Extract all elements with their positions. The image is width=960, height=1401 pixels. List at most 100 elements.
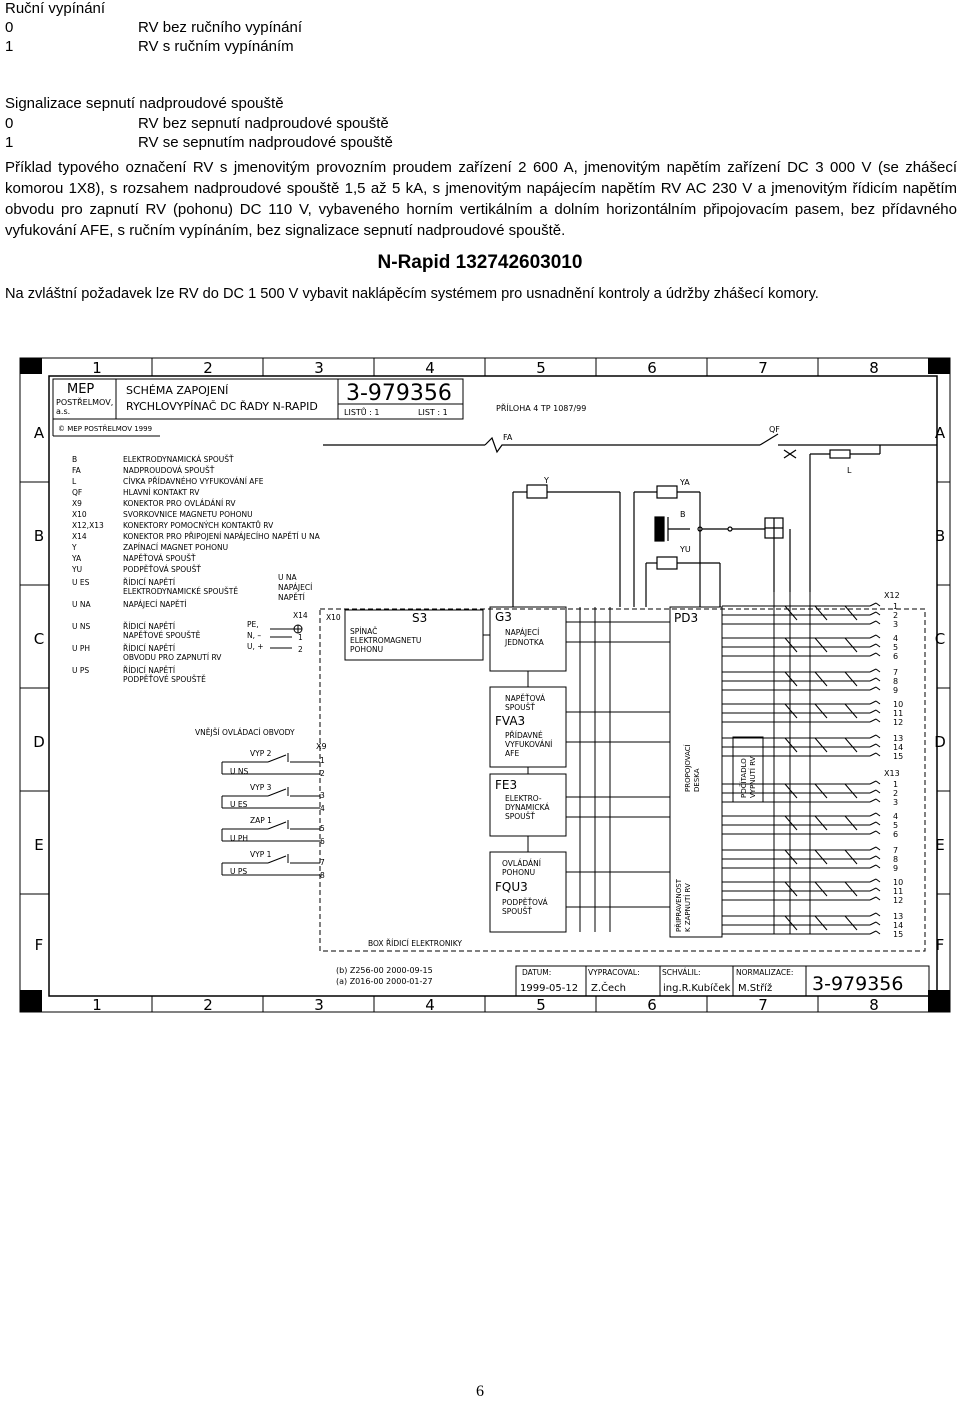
example-paragraph: Příklad typového označení RV s jmenovitý… [5,159,957,239]
row-label: D [934,733,946,751]
page-number: 6 [476,1383,484,1400]
row-label: A [935,424,946,442]
x12-label: X12 [884,591,900,600]
fqu3-desc: POHONU [502,868,535,877]
legend-desc: KONEKTOR PRO PŘIPOJENÍ NAPÁJECÍHO NAPĚTÍ… [123,532,321,541]
tb-header: VYPRACOVAL: [588,968,640,977]
wire [869,821,877,826]
contact-switch [814,671,828,687]
option-label: RV se sepnutím nadproudové spouště [138,134,393,151]
x12-pin: 6 [893,652,898,661]
wire [869,668,877,673]
wire [869,620,877,625]
qf-label: QF [769,425,780,434]
contact-switch [844,637,858,653]
wire [875,896,881,901]
wire [875,743,881,748]
tb-value: Z.Čech [591,981,626,994]
legend-desc: ŘÍDICÍ NAPĚTÍ [123,622,175,631]
ext-voltage-label: U PS [230,867,247,876]
fva3-label: FVA3 [495,714,525,728]
legend-desc: HLAVNÍ KONTAKT RV [123,488,200,497]
contact-switch [844,881,858,897]
contact-switch [784,783,798,799]
wire [869,887,877,892]
counter-desc: POČÍTADLO [739,758,748,798]
legend-code: YA [71,554,82,563]
row-label: F [936,936,945,954]
row-label: E [935,836,944,854]
wire [869,846,877,851]
legend-desc: NADPROUDOVÁ SPOUŠŤ [123,466,215,475]
b-label: B [680,510,686,519]
legend-desc: ŘÍDICÍ NAPĚTÍ [123,666,175,675]
wire [869,634,877,639]
switch-contact [267,855,287,864]
wire [869,734,877,739]
fe3-label: FE3 [495,778,517,792]
contact-switch [844,783,858,799]
col-label: 2 [203,359,213,377]
wire [869,896,877,901]
wire [875,611,881,616]
ya-label: YA [679,478,690,487]
wire [875,930,881,935]
wire [869,830,877,835]
option-code: 0 [5,115,14,132]
x12-pin: 5 [893,643,898,652]
tb-header: SCHVÁLIL: [662,968,701,977]
ext-switch-label: VYP 3 [250,783,272,792]
company-sub: a.s. [56,407,70,416]
ext-voltage-label: U ES [230,800,248,809]
legend-desc: PODPĚŤOVÉ SPOUŠTĚ [123,675,206,684]
type-code-heading: N-Rapid 132742603010 [377,252,583,273]
g3-desc: JEDNOTKA [504,638,545,647]
wire [869,780,877,785]
wire [869,709,877,714]
contact-switch [814,605,828,621]
x13-pin: 15 [893,930,903,939]
wire [875,700,881,705]
option-code: 1 [5,38,14,55]
contact-switch [814,815,828,831]
pd3-desc: PŘIPRAVENOST [674,878,683,932]
ext-pin: 8 [320,871,325,880]
wire [875,752,881,757]
section-title-signal: Signalizace sepnutí nadproudové spouště [5,95,284,112]
annex-label: PŘÍLOHA 4 TP 1087/99 [496,402,586,413]
wire [869,930,877,935]
ext-pin: 1 [320,756,325,765]
legend-desc: ŘÍDICÍ NAPĚTÍ [123,644,175,653]
x14-num: 1 [298,633,303,642]
drawing-title: RYCHLOVYPÍNAČ DC ŘADY N-RAPID [126,400,318,413]
ext-pin: 4 [320,804,325,813]
x13-pin: 4 [893,812,898,821]
legend-desc: ZAPÍNACÍ MAGNET POHONU [123,543,228,552]
contact-switch [784,881,798,897]
row-label: E [34,836,43,854]
wire [875,718,881,723]
x13-pin: 13 [893,912,903,921]
tb-value: M.Stříž [738,982,772,994]
wire [875,798,881,803]
wire [869,643,877,648]
contact-switch [844,703,858,719]
switch-contact [267,754,287,763]
wire [875,912,881,917]
legend-code: X12,X13 [72,521,104,530]
x13-pin: 5 [893,821,898,830]
contact-switch [814,881,828,897]
x13-pin: 3 [893,798,898,807]
fqu3-label: FQU3 [495,880,528,894]
wire [875,602,881,607]
x13-pin: 12 [893,896,903,905]
fe3-desc: DYNAMICKÁ [505,803,550,812]
box-label: BOX ŘÍDICÍ ELEKTRONIKY [368,939,462,948]
fva3-desc: VYFUKOVÁNÍ [505,740,552,749]
row-label: F [35,936,44,954]
option-code: 1 [5,134,14,151]
wire [869,700,877,705]
legend-desc: KONEKTORY POMOCNÝCH KONTAKTŮ RV [123,521,274,530]
x12-pin: 13 [893,734,903,743]
